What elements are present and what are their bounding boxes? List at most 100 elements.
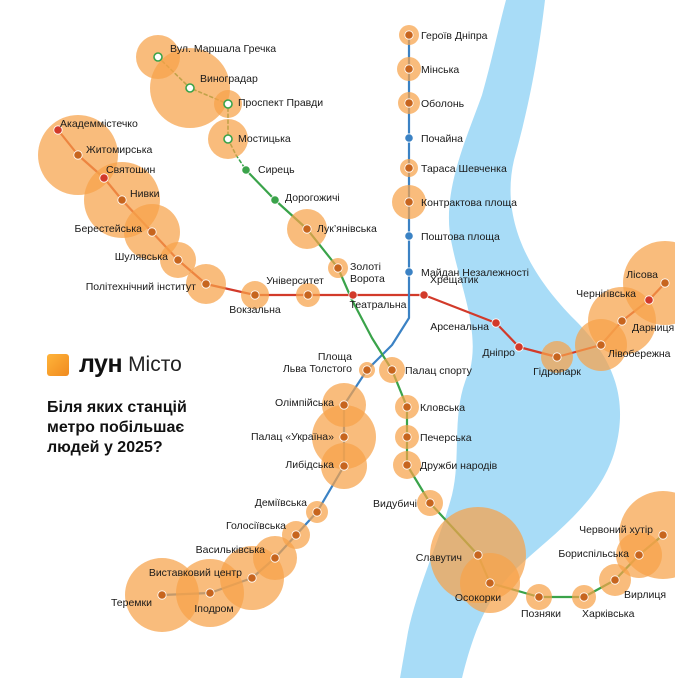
station-dot-контрактова-площа: [404, 197, 414, 207]
station-label-голосіївська: Голосіївська: [226, 520, 286, 532]
station-dot-площа-льва-толстого: [362, 365, 372, 375]
station-label-червоний-хутір: Червоний хутір: [579, 524, 653, 536]
station-label-академмістечко: Академмістечко: [60, 118, 138, 130]
station-dot-сирець: [241, 165, 251, 175]
station-label-вул-маршала-гречка: Вул. Маршала Гречка: [170, 43, 276, 55]
station-label-палац-україна: Палац «Україна»: [251, 431, 334, 443]
station-dot-нивки: [117, 195, 127, 205]
station-label-політехнічний-інститут: Політехнічний інститут: [86, 281, 196, 293]
station-dot-берестейська: [147, 227, 157, 237]
station-dot-дарниця: [617, 316, 627, 326]
station-label-поштова-площа: Поштова площа: [421, 231, 500, 243]
station-dot-святошин: [99, 173, 109, 183]
station-label-іподром: Іподром: [194, 603, 233, 615]
station-dot-славутич: [473, 550, 483, 560]
station-dot-чернігівська: [644, 295, 654, 305]
station-label-мінська: Мінська: [421, 64, 459, 76]
station-dot-арсенальна: [491, 318, 501, 328]
station-label-гідропарк: Гідропарк: [533, 366, 581, 378]
station-label-почайна: Почайна: [421, 133, 463, 145]
station-label-дарниця: Дарниця: [632, 322, 674, 334]
station-label-либідська: Либідська: [285, 459, 334, 471]
station-label-театральна: Театральна: [350, 299, 407, 311]
station-dot-либідська: [339, 461, 349, 471]
brand-logo: лун Місто: [47, 350, 182, 379]
station-dot-виноградар: [185, 83, 195, 93]
station-dot-дніпро: [514, 342, 524, 352]
station-dot-шулявська: [173, 255, 183, 265]
station-dot-іподром: [205, 588, 215, 598]
station-label-васильківська: Васильківська: [196, 544, 265, 556]
station-dot-бориспільська: [634, 550, 644, 560]
brand-suffix: Місто: [128, 352, 182, 376]
station-dot-почайна: [404, 133, 414, 143]
station-dot-лівобережна: [596, 340, 606, 350]
station-label-майдан-незалежності: Майдан Незалежності: [421, 267, 529, 279]
station-dot-олімпійська: [339, 400, 349, 410]
station-label-дніпро: Дніпро: [482, 347, 515, 359]
station-dot-мінська: [404, 64, 414, 74]
station-label-берестейська: Берестейська: [75, 223, 143, 235]
station-dot-голосіївська: [291, 530, 301, 540]
logo-square-icon: [47, 353, 69, 376]
station-label-вирлиця: Вирлиця: [624, 589, 666, 601]
station-label-оболонь: Оболонь: [421, 98, 465, 110]
station-label-святошин: Святошин: [106, 164, 156, 176]
station-label-героїв-дніпра: Героїв Дніпра: [421, 30, 488, 42]
station-dot-лукянівська: [302, 224, 312, 234]
station-label-лісова: Лісова: [626, 269, 658, 281]
station-label-славутич: Славутич: [416, 552, 462, 564]
station-label-харківська: Харківська: [582, 608, 635, 620]
station-dot-вирлиця: [610, 575, 620, 585]
station-dot-тараса-шевченка: [404, 163, 414, 173]
station-dot-оболонь: [404, 98, 414, 108]
station-label-видубичі: Видубичі: [373, 498, 417, 510]
station-dot-кловська: [402, 402, 412, 412]
station-dot-васильківська: [270, 553, 280, 563]
station-dot-палац-спорту: [387, 365, 397, 375]
station-label-проспект-правди: Проспект Правди: [238, 97, 323, 109]
station-dot-поштова-площа: [404, 231, 414, 241]
station-dot-видубичі: [425, 498, 435, 508]
station-dot-печерська: [402, 432, 412, 442]
station-label-теремки: Теремки: [111, 597, 152, 609]
station-label-мостицька: Мостицька: [238, 133, 291, 145]
station-dot-житомирська: [73, 150, 83, 160]
station-dot-теремки: [157, 590, 167, 600]
map-heading: Біля яких станцій метро побільшає людей …: [47, 399, 187, 456]
station-label-житомирська: Житомирська: [86, 144, 153, 156]
station-label-позняки: Позняки: [521, 608, 561, 620]
station-dot-деміївська: [312, 507, 322, 517]
station-label-хрещатик: Хрещатик: [430, 274, 479, 286]
station-dot-золоті-ворота: [333, 263, 343, 273]
station-label-шулявська: Шулявська: [115, 251, 168, 263]
station-label-дорогожичі: Дорогожичі: [285, 192, 340, 204]
station-label-контрактова-площа: Контрактова площа: [421, 197, 517, 209]
station-dot-виставковий-центр: [247, 573, 257, 583]
station-dot-харківська: [579, 592, 589, 602]
station-dot-театральна: [348, 290, 358, 300]
station-dot-дорогожичі: [270, 195, 280, 205]
station-label-кловська: Кловська: [420, 402, 465, 414]
station-label-виноградар: Виноградар: [200, 73, 258, 85]
station-dot-майдан-незалежності: [404, 267, 414, 277]
station-label-дружби-народів: Дружби народів: [420, 460, 498, 472]
station-label-нивки: Нивки: [130, 188, 160, 200]
station-dot-дружби-народів: [402, 460, 412, 470]
station-dot-політехнічний-інститут: [201, 279, 211, 289]
station-label-тараса-шевченка: Тараса Шевченка: [421, 163, 507, 175]
station-dot-хрещатик: [419, 290, 429, 300]
station-label-сирець: Сирець: [258, 164, 295, 176]
station-dot-вокзальна: [250, 290, 260, 300]
station-dot-червоний-хутір: [658, 530, 668, 540]
station-label-осокорки: Осокорки: [455, 592, 501, 604]
station-dot-позняки: [534, 592, 544, 602]
station-label-печерська: Печерська: [420, 432, 472, 444]
brand-name: лун: [79, 350, 123, 378]
growth-circle-червоний-хутір: [619, 491, 675, 579]
station-label-лівобережна: Лівобережна: [608, 348, 671, 360]
